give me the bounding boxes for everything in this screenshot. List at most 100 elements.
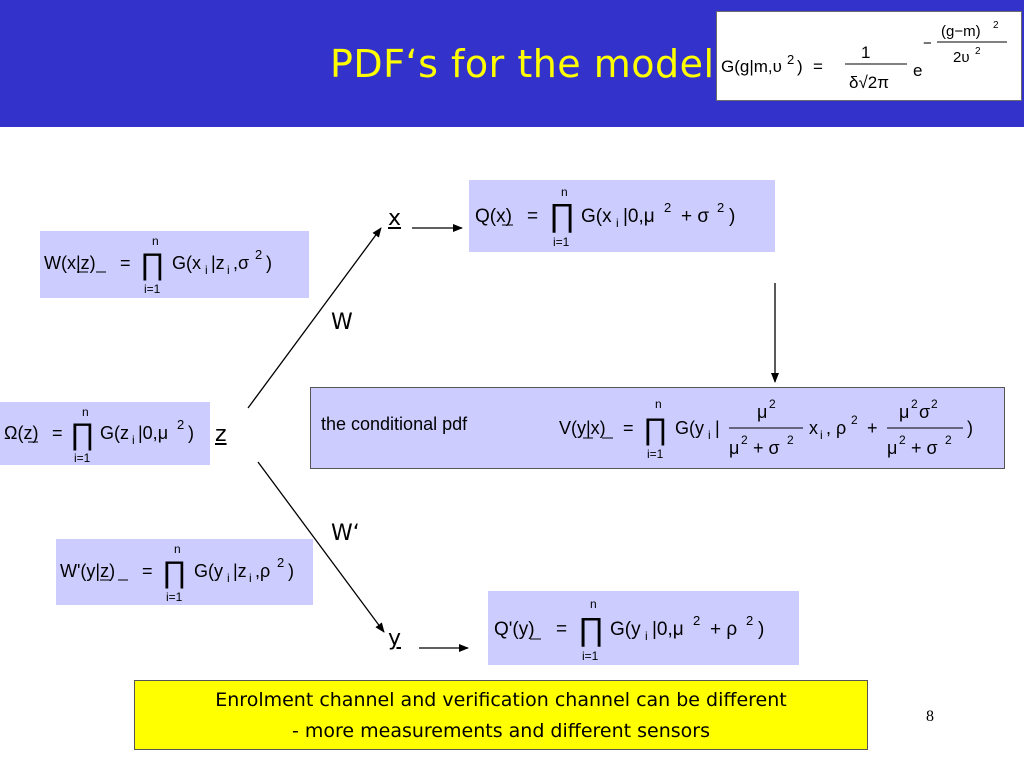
svg-text:V(y|x): V(y|x) xyxy=(559,418,606,438)
W-prime-channel-label: W‘ xyxy=(331,521,360,546)
svg-text:2: 2 xyxy=(911,397,918,411)
svg-text:): ) xyxy=(288,561,294,581)
svg-text:2: 2 xyxy=(787,433,794,447)
svg-text:i=1: i=1 xyxy=(166,590,183,604)
svg-text:W'(y|z): W'(y|z) xyxy=(60,561,115,581)
svg-text:+ σ: + σ xyxy=(753,438,780,458)
svg-text:2: 2 xyxy=(664,200,671,215)
svg-text:,ρ: ,ρ xyxy=(255,561,270,581)
svg-text:=: = xyxy=(813,57,823,76)
svg-text:σ: σ xyxy=(919,402,930,422)
svg-text:G(z: G(z xyxy=(100,423,129,443)
svg-text:G(y: G(y xyxy=(194,561,223,581)
svg-text:i=1: i=1 xyxy=(74,451,91,465)
Qpy-formula: Q'(y) = n ∏ i=1 G(y i |0,μ 2 + ρ 2 ) xyxy=(494,597,764,663)
svg-text:2: 2 xyxy=(693,613,700,628)
svg-text:2: 2 xyxy=(945,433,952,447)
svg-text:x: x xyxy=(809,418,818,438)
svg-text:W(x|z): W(x|z) xyxy=(44,253,96,273)
svg-text:−: − xyxy=(923,35,932,52)
svg-text:+: + xyxy=(867,418,878,438)
svg-text:+ σ: + σ xyxy=(681,206,709,227)
svg-text:): ) xyxy=(266,253,272,273)
svg-text:i: i xyxy=(708,428,711,442)
svg-text:∏: ∏ xyxy=(578,611,604,647)
Qx-formula: Q(x) = n ∏ i=1 G(x i |0,μ 2 + σ 2 ) xyxy=(475,185,735,249)
svg-text:Q(x): Q(x) xyxy=(475,206,512,227)
svg-text:2: 2 xyxy=(899,433,906,447)
W-channel-label: W xyxy=(331,310,353,335)
Wxz-formula-box: W(x|z) = n ∏ i=1 G(x i |z i ,σ 2 ) xyxy=(40,231,309,298)
svg-text:): ) xyxy=(188,423,194,443)
svg-text:i=1: i=1 xyxy=(144,282,161,296)
svg-text:2: 2 xyxy=(255,247,262,262)
svg-text:2: 2 xyxy=(851,413,858,427)
note-box: Enrolment channel and verification chann… xyxy=(134,680,868,750)
svg-text:|0,μ: |0,μ xyxy=(138,423,168,443)
svg-text:G(x: G(x xyxy=(172,253,201,273)
svg-text:i=1: i=1 xyxy=(553,235,570,249)
svg-text:∏: ∏ xyxy=(162,556,187,589)
svg-text:): ) xyxy=(967,418,973,438)
svg-text:μ: μ xyxy=(899,402,909,422)
svg-text:+ ρ: + ρ xyxy=(710,619,737,640)
y-label: y xyxy=(388,626,402,651)
svg-text:): ) xyxy=(758,619,764,640)
Qx-formula-box: Q(x) = n ∏ i=1 G(x i |0,μ 2 + σ 2 ) xyxy=(469,180,775,252)
svg-text:=: = xyxy=(527,206,538,227)
svg-text:2: 2 xyxy=(741,433,748,447)
svg-text:=: = xyxy=(142,561,153,581)
svg-text:μ: μ xyxy=(887,438,897,458)
svg-text:i: i xyxy=(132,433,135,447)
svg-text:2: 2 xyxy=(931,397,938,411)
svg-text:n: n xyxy=(152,234,159,248)
svg-text:2: 2 xyxy=(975,46,981,57)
svg-text:G(g|m,υ: G(g|m,υ xyxy=(721,57,782,76)
Wpyz-formula: W'(y|z) = n ∏ i=1 G(y i |z i ,ρ 2 ) xyxy=(60,542,294,604)
svg-text:2υ: 2υ xyxy=(953,49,970,66)
svg-text:, ρ: , ρ xyxy=(826,418,846,438)
svg-text:n: n xyxy=(561,185,568,199)
svg-text:2: 2 xyxy=(787,52,794,67)
svg-text:Ω(z): Ω(z) xyxy=(4,423,38,443)
svg-text:∏: ∏ xyxy=(549,197,575,233)
svg-text:(g−m): (g−m) xyxy=(941,23,981,40)
svg-text:=: = xyxy=(556,619,567,640)
x-label: x xyxy=(388,206,402,231)
Vyx-formula: V(y|x) = n ∏ i=1 G(y i | μ 2 μ 2 + σ 2 x… xyxy=(559,397,973,461)
svg-text:e: e xyxy=(913,61,922,80)
slide-number: 8 xyxy=(926,708,934,725)
svg-text:G(y: G(y xyxy=(610,619,641,640)
svg-text:n: n xyxy=(655,397,662,411)
svg-text:|0,μ: |0,μ xyxy=(623,206,655,227)
svg-text:2: 2 xyxy=(993,20,999,31)
svg-text:i: i xyxy=(205,263,208,277)
svg-text:=: = xyxy=(120,253,131,273)
note-line-2: - more measurements and different sensor… xyxy=(291,720,711,742)
svg-text:|z: |z xyxy=(233,561,247,581)
svg-text:): ) xyxy=(729,206,735,227)
Wxz-formula: W(x|z) = n ∏ i=1 G(x i |z i ,σ 2 ) xyxy=(44,234,272,296)
svg-text:2: 2 xyxy=(277,555,284,570)
svg-text:2: 2 xyxy=(746,613,753,628)
svg-text:∏: ∏ xyxy=(70,418,95,451)
svg-text:∏: ∏ xyxy=(140,248,165,281)
Vyx-formula-box: V(y|x) = n ∏ i=1 G(y i | μ 2 μ 2 + σ 2 x… xyxy=(310,387,1005,469)
svg-text:n: n xyxy=(82,405,89,419)
svg-text:n: n xyxy=(590,597,597,611)
svg-text:δ√2π: δ√2π xyxy=(849,73,889,92)
note-line-1: Enrolment channel and verification chann… xyxy=(215,689,787,711)
slide-title: PDF‘s for the model xyxy=(330,42,715,86)
Wpyz-formula-box: W'(y|z) = n ∏ i=1 G(y i |z i ,ρ 2 ) xyxy=(56,539,313,605)
svg-text:i: i xyxy=(616,216,619,230)
svg-text:1: 1 xyxy=(861,43,870,62)
Qpy-formula-box: Q'(y) = n ∏ i=1 G(y i |0,μ 2 + ρ 2 ) xyxy=(488,591,799,665)
svg-text:i=1: i=1 xyxy=(647,447,664,461)
z-label: z xyxy=(215,422,227,447)
svg-text:G(x: G(x xyxy=(581,206,612,227)
svg-text:|: | xyxy=(715,418,720,438)
svg-text:μ: μ xyxy=(757,402,767,422)
svg-text:+ σ: + σ xyxy=(911,438,938,458)
svg-text:i: i xyxy=(249,571,252,585)
svg-text:G(y: G(y xyxy=(675,418,704,438)
